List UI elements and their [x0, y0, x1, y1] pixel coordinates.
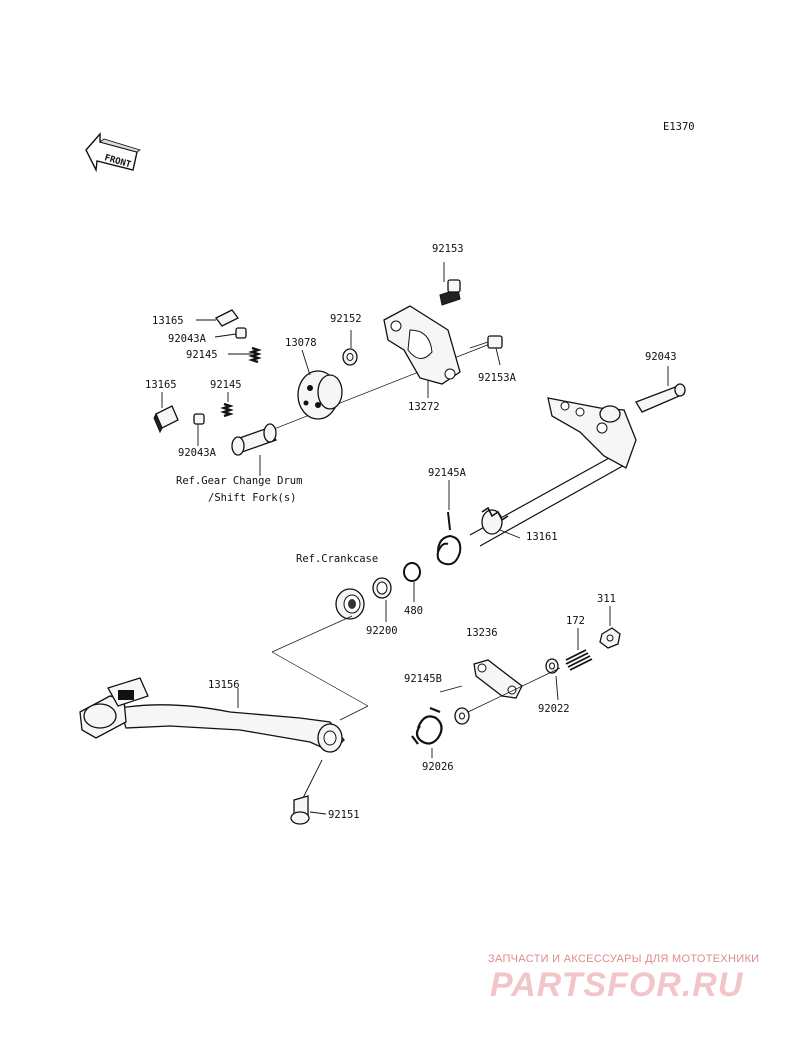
- bolt-92151: [290, 759, 327, 825]
- watermark-tagline: ЗАПЧАСТИ И АКСЕССУАРЫ ДЛЯ МОТОТЕХНИКИ: [488, 953, 759, 965]
- label-92043A-top: 92043A: [168, 333, 207, 345]
- gear-pedal-13156: [79, 615, 369, 753]
- washer-lower: [454, 707, 470, 725]
- pin-92043A-top: [214, 327, 247, 339]
- ref-gear-change-drum-line1: Ref.Gear Change Drum: [176, 475, 302, 487]
- circlip-480: [403, 562, 421, 602]
- label-13078: 13078: [285, 337, 317, 349]
- label-92026: 92026: [422, 761, 454, 773]
- oil-seal: [335, 588, 365, 620]
- label-92153: 92153: [432, 243, 464, 255]
- nut-311: [599, 606, 621, 649]
- shift-shaft-13161: [469, 451, 629, 547]
- bolt-92153: [439, 262, 461, 306]
- label-92022: 92022: [538, 703, 570, 715]
- label-13165-lower: 13165: [145, 379, 177, 391]
- label-13236: 13236: [466, 627, 498, 639]
- pin-92043: [635, 366, 686, 413]
- front-arrow-icon: FRONT: [85, 132, 141, 173]
- washer-92022: [545, 658, 559, 701]
- spring-92026: [411, 685, 463, 758]
- label-92151: 92151: [328, 809, 360, 821]
- label-92200: 92200: [366, 625, 398, 637]
- link-13236: [473, 659, 523, 699]
- label-92145A: 92145A: [428, 467, 467, 479]
- upper-axis-line: [245, 339, 501, 441]
- label-13272: 13272: [408, 401, 440, 413]
- label-92043A-lower: 92043A: [178, 447, 217, 459]
- spring-92145-top: [228, 346, 262, 364]
- plate-13272: [383, 305, 461, 385]
- bolt-92153A: [469, 335, 503, 366]
- label-13156: 13156: [208, 679, 240, 691]
- watermark-brand: PARTSFOR.RU: [490, 966, 744, 1004]
- pawl-13165-lower: [153, 392, 179, 434]
- label-311: 311: [597, 593, 616, 605]
- label-172: 172: [566, 615, 585, 627]
- ref-crankcase: Ref.Crankcase: [296, 553, 378, 565]
- pin-shaft: [231, 423, 278, 476]
- label-92145-lower: 92145: [210, 379, 242, 391]
- label-92043: 92043: [645, 351, 677, 363]
- diagram-code: E1370: [663, 121, 695, 133]
- label-92152: 92152: [330, 313, 362, 325]
- label-92145B: 92145B: [404, 673, 442, 685]
- washer-92152: [342, 330, 358, 366]
- lower-axis-line: [467, 667, 561, 713]
- spring-92145A: [436, 480, 462, 566]
- pin-92043A-lower: [193, 413, 205, 446]
- ref-gear-change-drum-line2: /Shift Fork(s): [208, 492, 297, 504]
- label-13165-top: 13165: [152, 315, 184, 327]
- label-480: 480: [404, 605, 423, 617]
- washer-92200: [372, 577, 392, 622]
- cam-13078: [297, 349, 343, 420]
- pawl-13165-top: [196, 309, 239, 327]
- shaft-arm-plate: [547, 397, 637, 469]
- label-92153A: 92153A: [478, 372, 517, 384]
- spring-92145-lower: [220, 392, 234, 418]
- label-13161: 13161: [526, 531, 558, 543]
- collar-172: [565, 628, 593, 671]
- label-92145-top: 92145: [186, 349, 218, 361]
